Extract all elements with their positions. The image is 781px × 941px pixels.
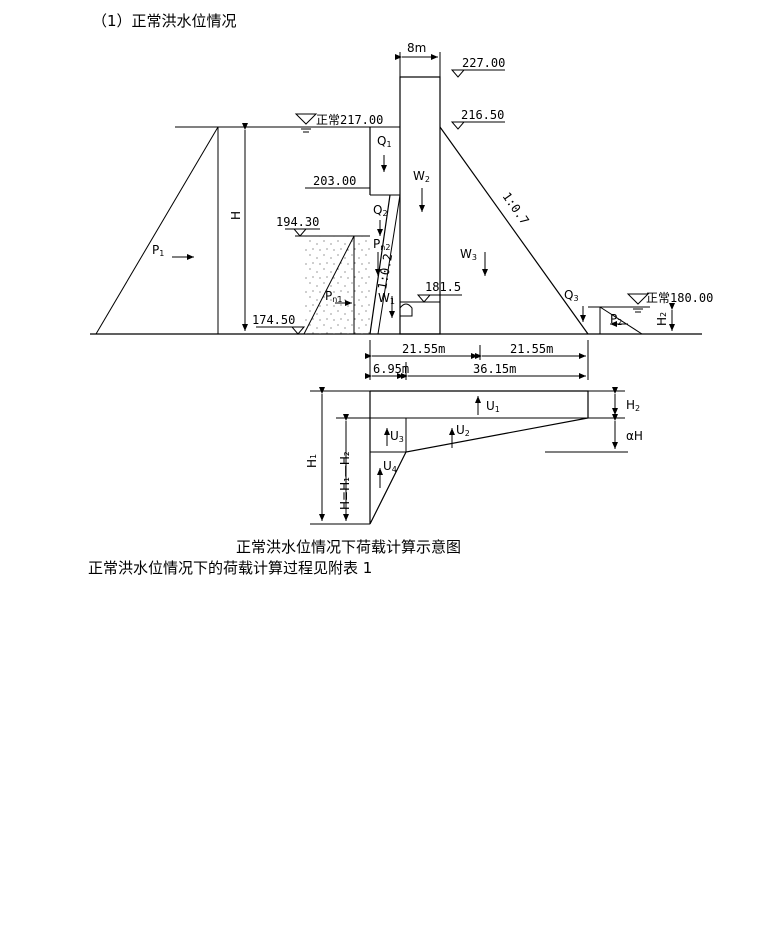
slope-downstream-label: 1:0.7 (500, 190, 532, 228)
uplift-alpha-label: αH (626, 429, 643, 443)
force-u2: U2 (449, 423, 470, 448)
force-u4: U4 (377, 459, 397, 488)
force-pn2: Pn2 (373, 237, 390, 276)
svg-text:W2: W2 (413, 169, 430, 184)
svg-text:203.00: 203.00 (313, 174, 356, 188)
elev-marker-194: 194.30 (276, 215, 320, 237)
svg-text:174.50: 174.50 (252, 313, 295, 327)
h2-top-label: H2 (655, 312, 669, 326)
dim-rest-label: 36.15m (473, 362, 516, 376)
svg-text:Q2: Q2 (373, 203, 388, 218)
elev-marker-174: 174.50 (252, 313, 306, 335)
svg-text:Pn2: Pn2 (373, 237, 390, 252)
force-w3: W3 (460, 247, 488, 276)
uplift-h-eq-label: H=H₁—H₂ (338, 451, 352, 510)
pn1-triangle (303, 235, 355, 335)
elev-marker-crest: 227.00 (450, 56, 505, 78)
force-p2: P2 (610, 312, 628, 327)
table-reference-note: 正常洪水位情况下的荷载计算过程见附表 1 (88, 559, 373, 577)
dim-toe-label: 6.95m (373, 362, 409, 376)
svg-text:正常217.00: 正常217.00 (316, 113, 383, 127)
svg-text:正常180.00: 正常180.00 (646, 291, 713, 305)
svg-text:Q3: Q3 (564, 288, 579, 303)
force-q3: Q3 (564, 288, 586, 322)
figure-caption: 正常洪水位情况下荷载计算示意图 (236, 538, 462, 556)
force-u1: U1 (475, 396, 500, 415)
force-pn1: Pn1 (325, 289, 352, 306)
dam-upstream-face-slope (369, 194, 391, 335)
p2-triangle (599, 306, 643, 335)
elev-marker-upstream: 正常217.00 (294, 113, 383, 133)
p1-pressure-triangle (95, 126, 219, 335)
dim-half2-label: 21.55m (510, 342, 553, 356)
svg-text:Q1: Q1 (377, 134, 392, 149)
elev-marker-181: 181.5 (416, 280, 462, 303)
force-w2: W2 (413, 169, 430, 212)
dam-crest-block (399, 76, 441, 335)
elev-marker-203: 203.00 (305, 174, 370, 189)
elev-marker-downstream: 正常180.00 (626, 291, 713, 313)
force-q2: Q2 (373, 203, 388, 236)
drainage-gallery (399, 303, 413, 317)
svg-text:U2: U2 (456, 423, 470, 438)
svg-text:U3: U3 (390, 429, 404, 444)
svg-text:194.30: 194.30 (276, 215, 319, 229)
svg-text:U4: U4 (383, 459, 397, 474)
sediment-region (304, 236, 370, 334)
elev-marker-216: 216.50 (450, 108, 505, 130)
dam-upstream-inner (377, 194, 401, 335)
dam-downstream-face (439, 126, 589, 335)
force-u3: U3 (384, 428, 404, 446)
dim-half1-label: 21.55m (402, 342, 445, 356)
svg-text:Pn1: Pn1 (325, 289, 342, 304)
uplift-h2-label: H2 (626, 398, 640, 413)
svg-text:216.50: 216.50 (461, 108, 504, 122)
force-w1: W1 (378, 291, 395, 318)
section-heading: （1）正常洪水位情况 (92, 12, 237, 30)
h-label: H (229, 211, 243, 220)
uplift-h1-label: H1 (305, 454, 319, 468)
svg-text:181.5: 181.5 (425, 280, 461, 294)
crest-width-label: 8m (407, 41, 426, 55)
svg-text:P1: P1 (152, 243, 164, 258)
svg-text:W3: W3 (460, 247, 477, 262)
svg-text:227.00: 227.00 (462, 56, 505, 70)
slope-upstream-label: 1:0.2 (375, 253, 395, 291)
svg-text:P2: P2 (610, 312, 622, 327)
force-p1: P1 (152, 243, 194, 260)
uplift-outline (369, 390, 589, 525)
svg-text:U1: U1 (486, 399, 500, 414)
force-q1: Q1 (377, 134, 392, 172)
